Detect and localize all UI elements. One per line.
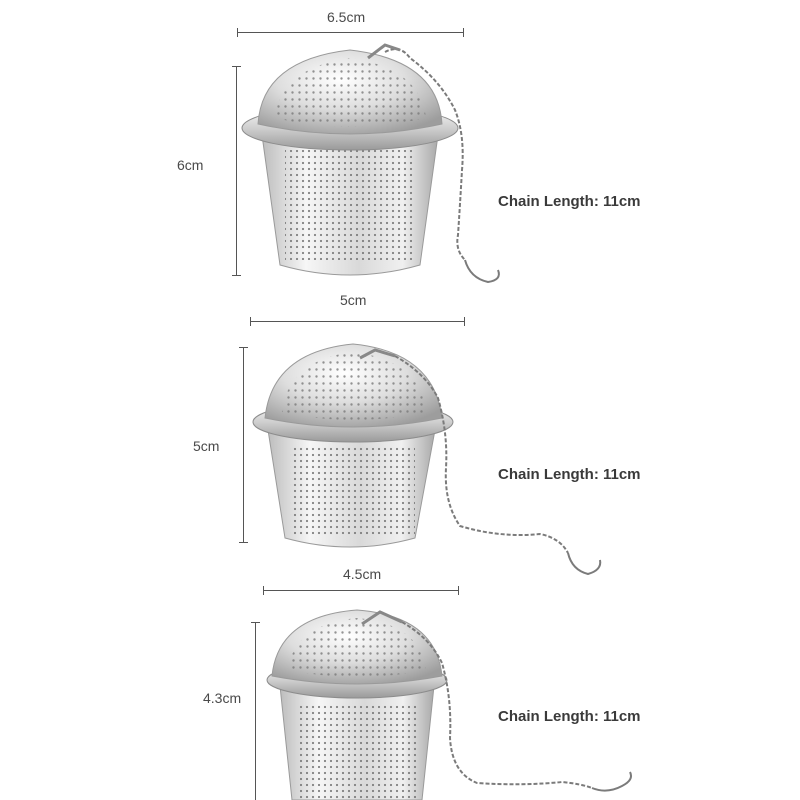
- tea-infuser-medium-icon: [252, 343, 602, 576]
- height-label: 4.3cm: [203, 690, 242, 706]
- infuser-small-panel: 4.5cm 4.3cm Chain Length: 11cm: [0, 560, 800, 800]
- width-tick-right: [458, 586, 459, 595]
- height-dimension-line: [243, 347, 244, 543]
- tea-infuser-small-icon: [266, 609, 632, 800]
- chain-icon: [384, 48, 466, 261]
- width-label: 4.5cm: [343, 566, 382, 582]
- hook-icon: [464, 259, 500, 284]
- width-tick-left: [263, 586, 264, 595]
- hook-icon: [591, 771, 632, 792]
- height-tick-bottom: [239, 542, 248, 543]
- chain-length-label: Chain Length: 11cm: [498, 193, 641, 210]
- height-dimension-line: [236, 66, 237, 276]
- height-tick-top: [251, 622, 260, 623]
- height-tick-top: [239, 347, 248, 348]
- infuser-medium-panel: 5cm 5cm Chain Length: 11cm: [0, 290, 800, 576]
- infuser-large-panel: 6.5cm 6cm Chain Length: 11cm: [0, 0, 800, 300]
- width-dimension-line: [237, 32, 464, 33]
- chain-length-label: Chain Length: 11cm: [498, 466, 641, 483]
- chain-icon: [401, 621, 593, 789]
- chain-length-label: Chain Length: 11cm: [498, 708, 641, 725]
- width-tick-right: [463, 28, 464, 37]
- height-label: 6cm: [177, 157, 204, 173]
- tea-infuser-large-icon: [241, 43, 500, 284]
- height-tick-top: [232, 66, 241, 67]
- width-dimension-line: [263, 590, 459, 591]
- hook-icon: [567, 552, 602, 576]
- width-label: 5cm: [340, 292, 367, 308]
- width-tick-left: [237, 28, 238, 37]
- width-dimension-line: [250, 321, 465, 322]
- height-label: 5cm: [193, 438, 220, 454]
- height-tick-bottom: [232, 275, 241, 276]
- width-label: 6.5cm: [327, 9, 366, 25]
- height-dimension-line: [255, 622, 256, 800]
- width-tick-left: [250, 317, 251, 326]
- width-tick-right: [464, 317, 465, 326]
